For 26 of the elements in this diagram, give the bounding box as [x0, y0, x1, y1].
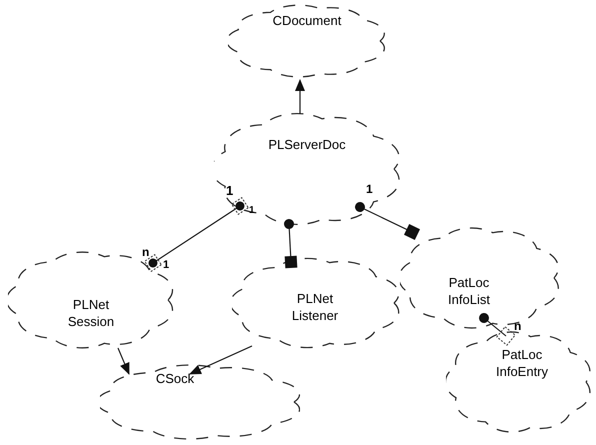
class-name: PLServerDoc: [267, 136, 347, 153]
association-line: [284, 219, 298, 268]
arrow: [189, 346, 252, 374]
multiplicity-label: 1: [366, 183, 373, 195]
class-cloud: [446, 330, 592, 434]
arrow: [295, 79, 305, 114]
class-name: CSock: [154, 370, 196, 387]
multiplicity-label: n: [514, 320, 522, 332]
class-cloud: [400, 226, 560, 330]
arrow: [118, 348, 130, 375]
class-name: CDocument: [272, 12, 342, 29]
class-name: PLNet Session: [66, 296, 116, 330]
class-name: PatLoc InfoList: [447, 274, 491, 308]
class-name: PLNet Listener: [290, 290, 340, 324]
association-line: [479, 313, 516, 346]
association-line: [355, 202, 420, 240]
multiplicity-label: 1: [226, 184, 234, 197]
multiplicity-label: 1: [163, 260, 170, 271]
class-cloud: [8, 250, 174, 350]
multiplicity-label: n: [142, 246, 150, 258]
class-cloud: [232, 256, 400, 350]
association-line: [144, 197, 249, 272]
class-name: PatLoc InfoEntry: [494, 346, 550, 380]
class-cloud: [100, 362, 300, 442]
class-cloud: [228, 2, 386, 80]
class-cloud: [214, 112, 400, 226]
